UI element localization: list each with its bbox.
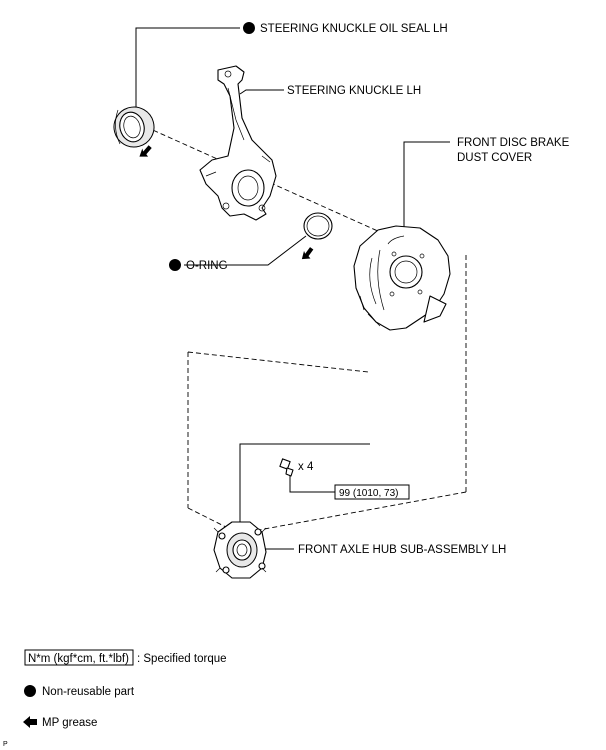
dust-cover-part <box>353 225 451 331</box>
hub-label: FRONT AXLE HUB SUB-ASSEMBLY LH <box>298 544 506 556</box>
o-ring-non-reusable-icon <box>169 259 181 271</box>
hub-bolt-part <box>279 458 294 477</box>
torque-value: 99 (1010, 73) <box>339 488 399 499</box>
corner-code: P <box>3 741 8 748</box>
dust-cover-label-line2: DUST COVER <box>457 152 532 164</box>
torque-callout: 99 (1010, 73) <box>334 484 410 500</box>
steering-knuckle-part <box>199 65 277 221</box>
oil-seal-label: STEERING KNUCKLE OIL SEAL LH <box>260 23 448 35</box>
legend-mp-grease-arrow-icon <box>23 716 37 728</box>
o-ring-part <box>303 212 333 240</box>
legend-torque-desc: : Specified torque <box>137 653 227 665</box>
legend-mp-grease-text: MP grease <box>42 717 97 729</box>
legend-non-reusable-icon <box>24 685 36 697</box>
axle-hub-part <box>213 521 267 579</box>
bolt-quantity-label: x 4 <box>298 461 314 473</box>
legend-torque-box <box>24 649 134 666</box>
dust-cover-label-line1: FRONT DISC BRAKE <box>457 137 570 149</box>
knuckle-label: STEERING KNUCKLE LH <box>287 85 421 97</box>
mp-grease-arrow-icon <box>139 145 152 157</box>
legend-non-reusable-text: Non-reusable part <box>42 686 135 698</box>
oil-seal-part <box>113 106 155 148</box>
oil-seal-non-reusable-icon <box>243 22 255 34</box>
leader-lines <box>135 27 450 550</box>
o-ring-grease-arrow-icon <box>301 247 314 260</box>
legend-torque-units: N*m (kgf*cm, ft.*lbf) <box>28 653 129 665</box>
legend: N*m (kgf*cm, ft.*lbf) : Specified torque… <box>23 649 227 729</box>
o-ring-label: O-RING <box>186 260 228 272</box>
